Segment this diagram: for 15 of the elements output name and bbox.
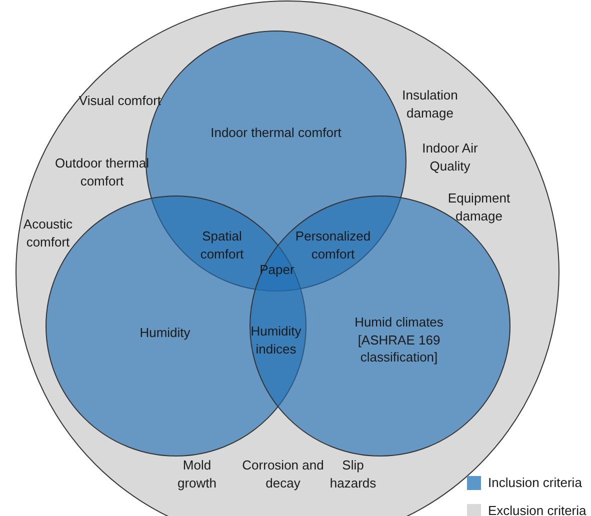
legend-label: Exclusion criteria: [488, 503, 586, 516]
exclusion-label: Acoustic comfort: [22, 215, 74, 251]
exclusion-label: Visual comfort: [78, 92, 162, 110]
overlap-label: Humidity indices: [250, 322, 302, 358]
legend-label: Inclusion criteria: [488, 475, 582, 490]
exclusion-label: Mold growth: [176, 456, 218, 492]
exclusion-label: Equipment damage: [446, 189, 512, 225]
set-label: Humidity: [138, 324, 192, 342]
exclusion-label: Corrosion and decay: [241, 456, 325, 492]
overlap-label: Personalized comfort: [294, 227, 372, 263]
overlap-label: Spatial comfort: [199, 227, 245, 263]
set-label: Indoor thermal comfort: [210, 124, 342, 142]
exclusion-label: Insulation damage: [401, 86, 459, 122]
exclusion-label: Indoor Air Quality: [421, 139, 479, 175]
set-label: Humid climates [ASHRAE 169 classification]: [354, 314, 444, 366]
